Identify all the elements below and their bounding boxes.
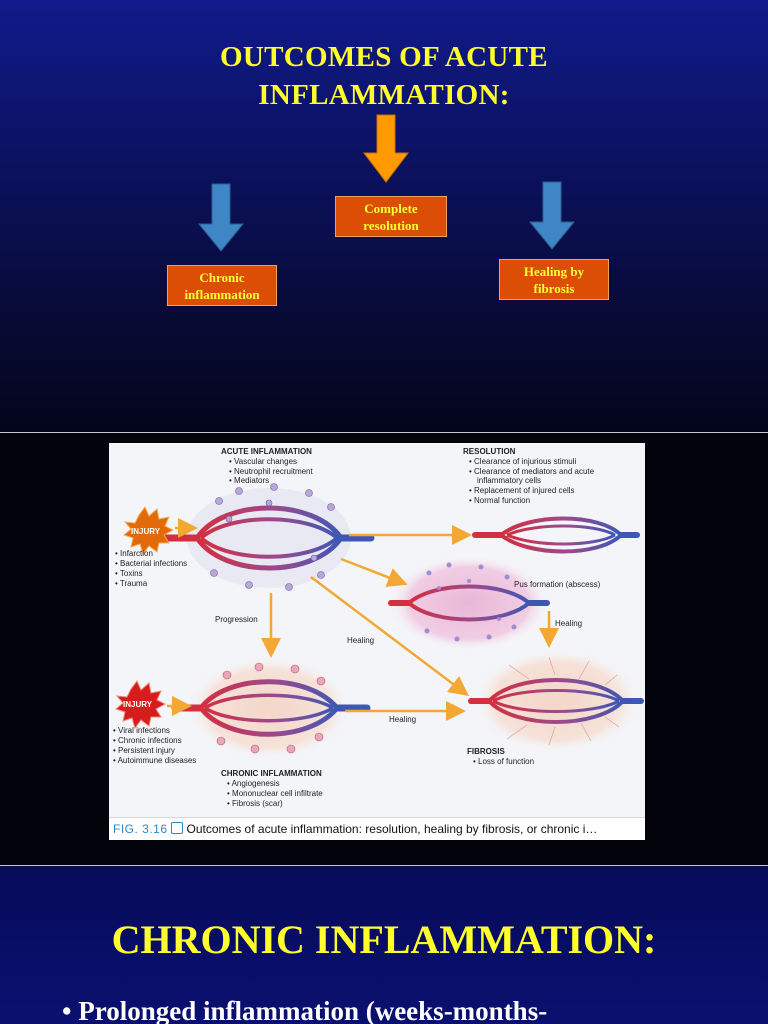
fibrosis-vessel: [468, 649, 644, 753]
chronic-title: CHRONIC INFLAMMATION: [221, 769, 322, 778]
acute-vessel: [145, 483, 375, 591]
external-link-icon[interactable]: [170, 822, 183, 834]
title-line-1: OUTCOMES OF ACUTE: [220, 41, 548, 73]
resolution-vessel: [472, 516, 640, 554]
slide-chronic-inflammation: CHRONIC INFLAMMATION: • Prolonged inflam…: [0, 866, 768, 1024]
injury-label-1: INJURY: [131, 527, 161, 536]
resolution-title: RESOLUTION: [463, 447, 516, 456]
title-line-2: INFLAMMATION:: [258, 79, 510, 111]
down-arrow-blue-left-icon: [197, 183, 245, 252]
flow-arrows: [261, 525, 559, 721]
caption-text: Outcomes of acute inflammation: resoluti…: [186, 822, 598, 836]
slide-title: OUTCOMES OF ACUTE INFLAMMATION:: [0, 38, 768, 114]
pus-label: Pus formation (abscess): [514, 580, 601, 589]
slide-outcomes: OUTCOMES OF ACUTE INFLAMMATION: Complete…: [0, 0, 768, 432]
progression-label: Progression: [215, 615, 258, 624]
fibrosis-title: FIBROSIS: [467, 747, 505, 756]
injury-label-2: INJURY: [123, 700, 153, 709]
abscess-vessel: [388, 555, 550, 651]
slide-title-chronic: CHRONIC INFLAMMATION:: [111, 917, 657, 962]
injury2-item: • Viral infections: [113, 726, 170, 735]
figure-outcomes-diagram: INJURY: [109, 443, 645, 840]
healing-label-2: Healing: [555, 619, 583, 628]
acute-title: ACUTE INFLAMMATION: [221, 447, 312, 456]
bullet-prolonged: • Prolonged inflammation (weeks-months-: [62, 996, 548, 1024]
down-arrow-orange-icon: [362, 114, 410, 183]
down-arrow-blue-right-icon: [528, 181, 576, 250]
figure-number: FIG. 3.16: [113, 822, 168, 836]
healing-label-3: Healing: [389, 715, 417, 724]
injury-burst-icon: [123, 506, 175, 556]
slide-divider-2: [0, 865, 768, 866]
slide-divider: [0, 432, 768, 433]
healing-label-1: Healing: [347, 636, 375, 645]
injury1-item: • Infarction: [115, 549, 153, 558]
figure-illustration: INJURY: [115, 483, 644, 760]
slide-figure: INJURY: [0, 433, 768, 865]
figure-caption: FIG. 3.16 Outcomes of acute inflammation:…: [109, 817, 645, 840]
chronic-vessel: [171, 656, 371, 760]
injury-burst-2-icon: [115, 680, 167, 730]
